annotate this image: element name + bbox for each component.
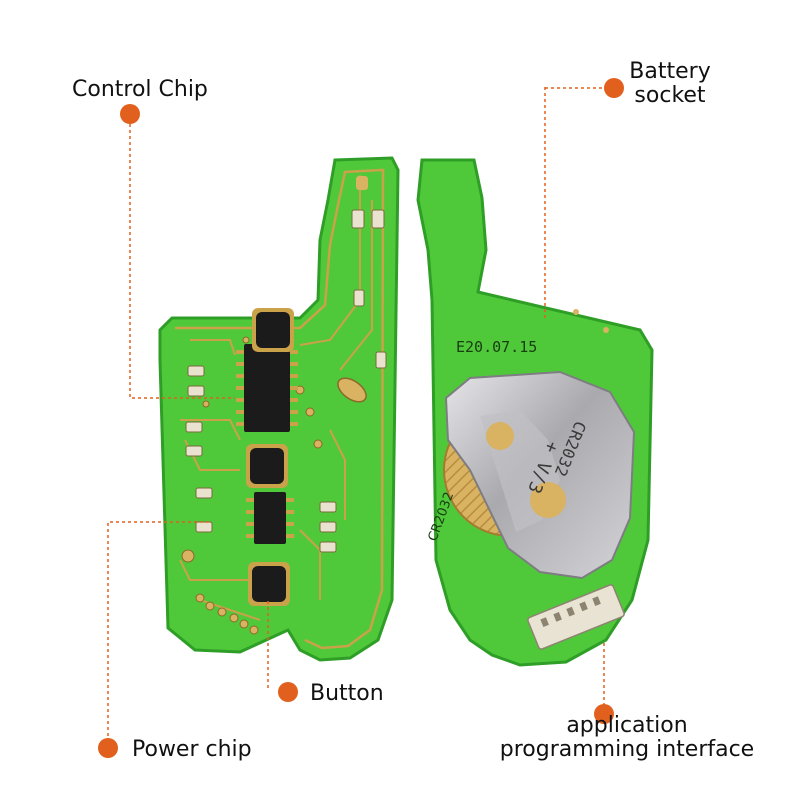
leader-power-chip bbox=[107, 521, 210, 748]
label-api: application programming interface bbox=[496, 713, 758, 763]
label-api-line2: programming interface bbox=[499, 737, 755, 763]
label-control-chip: Control Chip bbox=[72, 77, 208, 102]
power-chip bbox=[246, 492, 294, 544]
marker-button bbox=[278, 682, 298, 702]
leader-control-chip bbox=[129, 118, 235, 399]
marker-api bbox=[594, 704, 614, 724]
label-battery-socket-line2: socket bbox=[634, 83, 706, 109]
date-code-text: E20.07.15 bbox=[456, 338, 537, 356]
marker-power-chip bbox=[98, 738, 118, 758]
marker-battery-socket bbox=[604, 78, 624, 98]
callout-lines bbox=[107, 87, 605, 748]
label-battery-socket-line1: Battery bbox=[629, 59, 711, 84]
callout-markers bbox=[98, 78, 624, 758]
right-pcb: CR2032 + V/3 E20.07.15 CR2032 bbox=[416, 158, 654, 667]
tactile-buttons bbox=[246, 308, 294, 606]
left-pcb bbox=[158, 156, 400, 662]
label-power-chip: Power chip bbox=[132, 737, 252, 762]
label-button: Button bbox=[310, 681, 384, 706]
label-battery-socket: Battery socket bbox=[628, 59, 712, 109]
label-api-line1: application bbox=[566, 713, 688, 738]
battery-clip: CR2032 + V/3 bbox=[444, 370, 636, 580]
control-chip bbox=[236, 344, 298, 432]
api-connector bbox=[527, 584, 625, 650]
marker-control-chip bbox=[120, 104, 140, 124]
